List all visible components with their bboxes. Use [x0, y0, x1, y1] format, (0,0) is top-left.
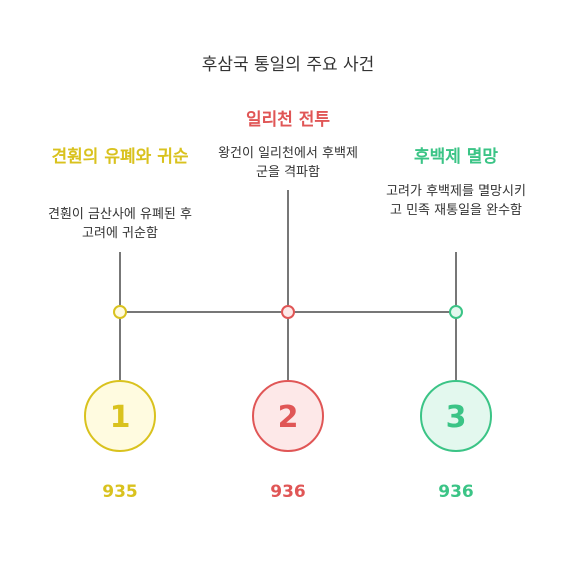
diagram-title: 후삼국 통일의 주요 사건 [201, 55, 375, 75]
event-2-title: 일리천 전투 [245, 110, 331, 130]
node-2 [281, 305, 295, 319]
event-3-title: 후백제 멸망 [413, 147, 499, 167]
event-2-year: 936 [270, 482, 306, 502]
event-2-number-badge: 2 [252, 380, 324, 452]
event-3-number-badge: 3 [420, 380, 492, 452]
event-3-year: 936 [438, 482, 474, 502]
node-3 [449, 305, 463, 319]
event-1-desc: 견훤이 금산사에 유폐된 후 고려에 귀순함 [48, 207, 192, 241]
event-1-year: 935 [102, 482, 138, 502]
event-3-desc: 고려가 후백제를 멸망시키고 민족 재통일을 완수함 [386, 184, 526, 218]
event-1-number-badge: 1 [84, 380, 156, 452]
event-2-desc: 왕건이 일리천에서 후백제군을 격파함 [218, 146, 358, 180]
node-1 [113, 305, 127, 319]
event-1-title: 견훤의 유폐와 귀순 [51, 147, 189, 167]
